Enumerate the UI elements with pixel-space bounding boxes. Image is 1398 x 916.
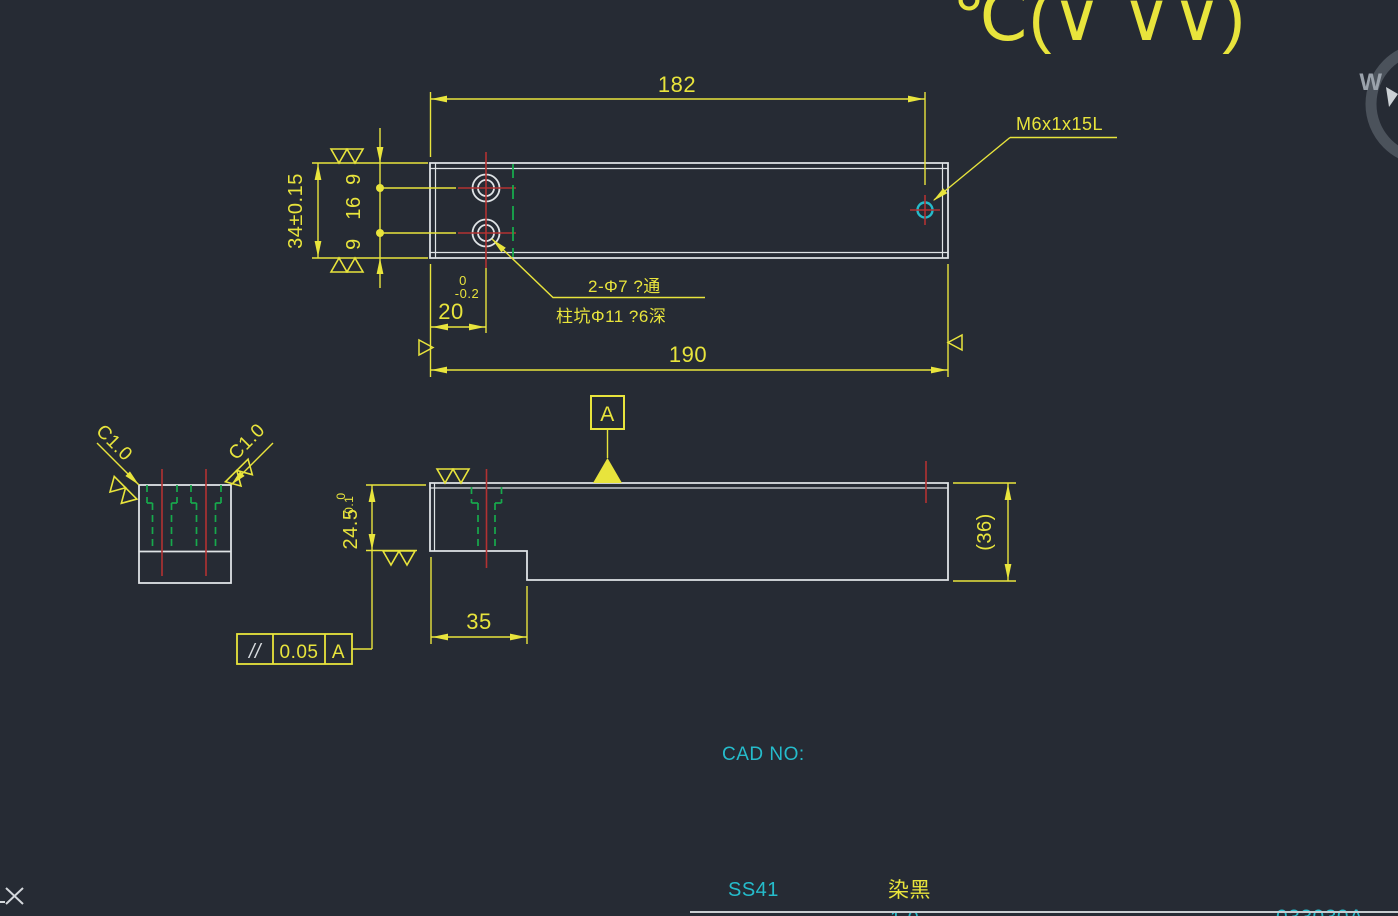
- end-centerlines: [161, 469, 207, 576]
- datum-a-flag: [590, 395, 625, 483]
- front-view: A 24.5 0 -0.1 35: [236, 395, 1016, 665]
- surface-finish-chamfer-left-icon: [108, 474, 139, 505]
- dim-36-text: (36): [974, 513, 996, 551]
- dim-190: [418, 264, 963, 377]
- watermark-letter: W: [1359, 69, 1382, 96]
- dim-16-text: 16: [343, 196, 365, 219]
- cursor-icon: [1386, 87, 1398, 107]
- surface-treatment-text: 染黑: [888, 879, 931, 902]
- watermark: W: [1359, 49, 1398, 159]
- end-view: C1.0 C1.0: [92, 420, 274, 584]
- feature-control-frame: [236, 633, 372, 665]
- top-truncated-note: ℃(∨ ∨∨): [952, 0, 1245, 55]
- dim-24-5: [366, 484, 426, 649]
- hole-note-leader: [491, 238, 705, 299]
- dim-182-text: 182: [658, 72, 696, 97]
- fcf-symbol: //: [247, 641, 263, 663]
- dim-20-tol-upper: 0: [459, 273, 467, 288]
- cad-no-label: CAD NO:: [722, 744, 805, 765]
- front-view-outline: [429, 482, 949, 581]
- dim-36: [953, 482, 1016, 582]
- hole-note-line1: 2-Φ7 ?通: [588, 277, 661, 296]
- fcf-datum: A: [332, 642, 345, 663]
- dim-182: [429, 92, 926, 185]
- top-view: 182 190 34±0.15: [285, 72, 1117, 377]
- dim-9a-text: 9: [343, 173, 365, 185]
- m6-callout-text: M6x1x15L: [1016, 114, 1103, 134]
- dim-24-5-tol-lower: -0.1: [342, 496, 356, 519]
- dim-190-text: 190: [669, 342, 707, 367]
- title-block: CAD NO: SS41 染黑 1.0 033030A: [690, 744, 1398, 916]
- surface-finish-chamfer-right-icon: [223, 457, 254, 488]
- chamfer-right-text: C1.0: [225, 420, 270, 465]
- dim-34: [312, 162, 428, 259]
- dim-24-5-text: 24.5: [340, 509, 362, 550]
- front-hidden-counterbore: [470, 487, 503, 549]
- dim-9b-text: 9: [343, 238, 365, 250]
- dim-34-text: 34±0.15: [285, 173, 307, 249]
- watermark-ring-icon: [1365, 49, 1398, 159]
- dim-9-16-9: [376, 128, 456, 288]
- dim-35: [430, 557, 528, 644]
- front-centerlines: [485, 461, 927, 568]
- top-view-outline: [429, 162, 949, 259]
- crosshair-marker-icon: [0, 887, 24, 905]
- end-hidden-counterbores: [146, 485, 222, 549]
- dim-20: [431, 268, 487, 333]
- m6-callout-leader: [933, 136, 1117, 201]
- dim-20-text: 20: [438, 299, 463, 324]
- chamfer-left-text: C1.0: [92, 421, 137, 466]
- centerlines: [458, 152, 940, 268]
- hole-note-line2: 柱坑Φ11 ?6深: [556, 307, 666, 326]
- surface-finish-top-icon: [329, 148, 365, 273]
- dim-35-text: 35: [466, 609, 491, 634]
- dim-20-tol-lower: -0.2: [455, 286, 479, 301]
- dim-24-5-tol-upper: 0: [334, 492, 348, 499]
- fcf-tolerance: 0.05: [280, 642, 319, 663]
- datum-a-label: A: [600, 403, 615, 426]
- material-text: SS41: [728, 879, 779, 901]
- end-view-outline: [138, 484, 232, 584]
